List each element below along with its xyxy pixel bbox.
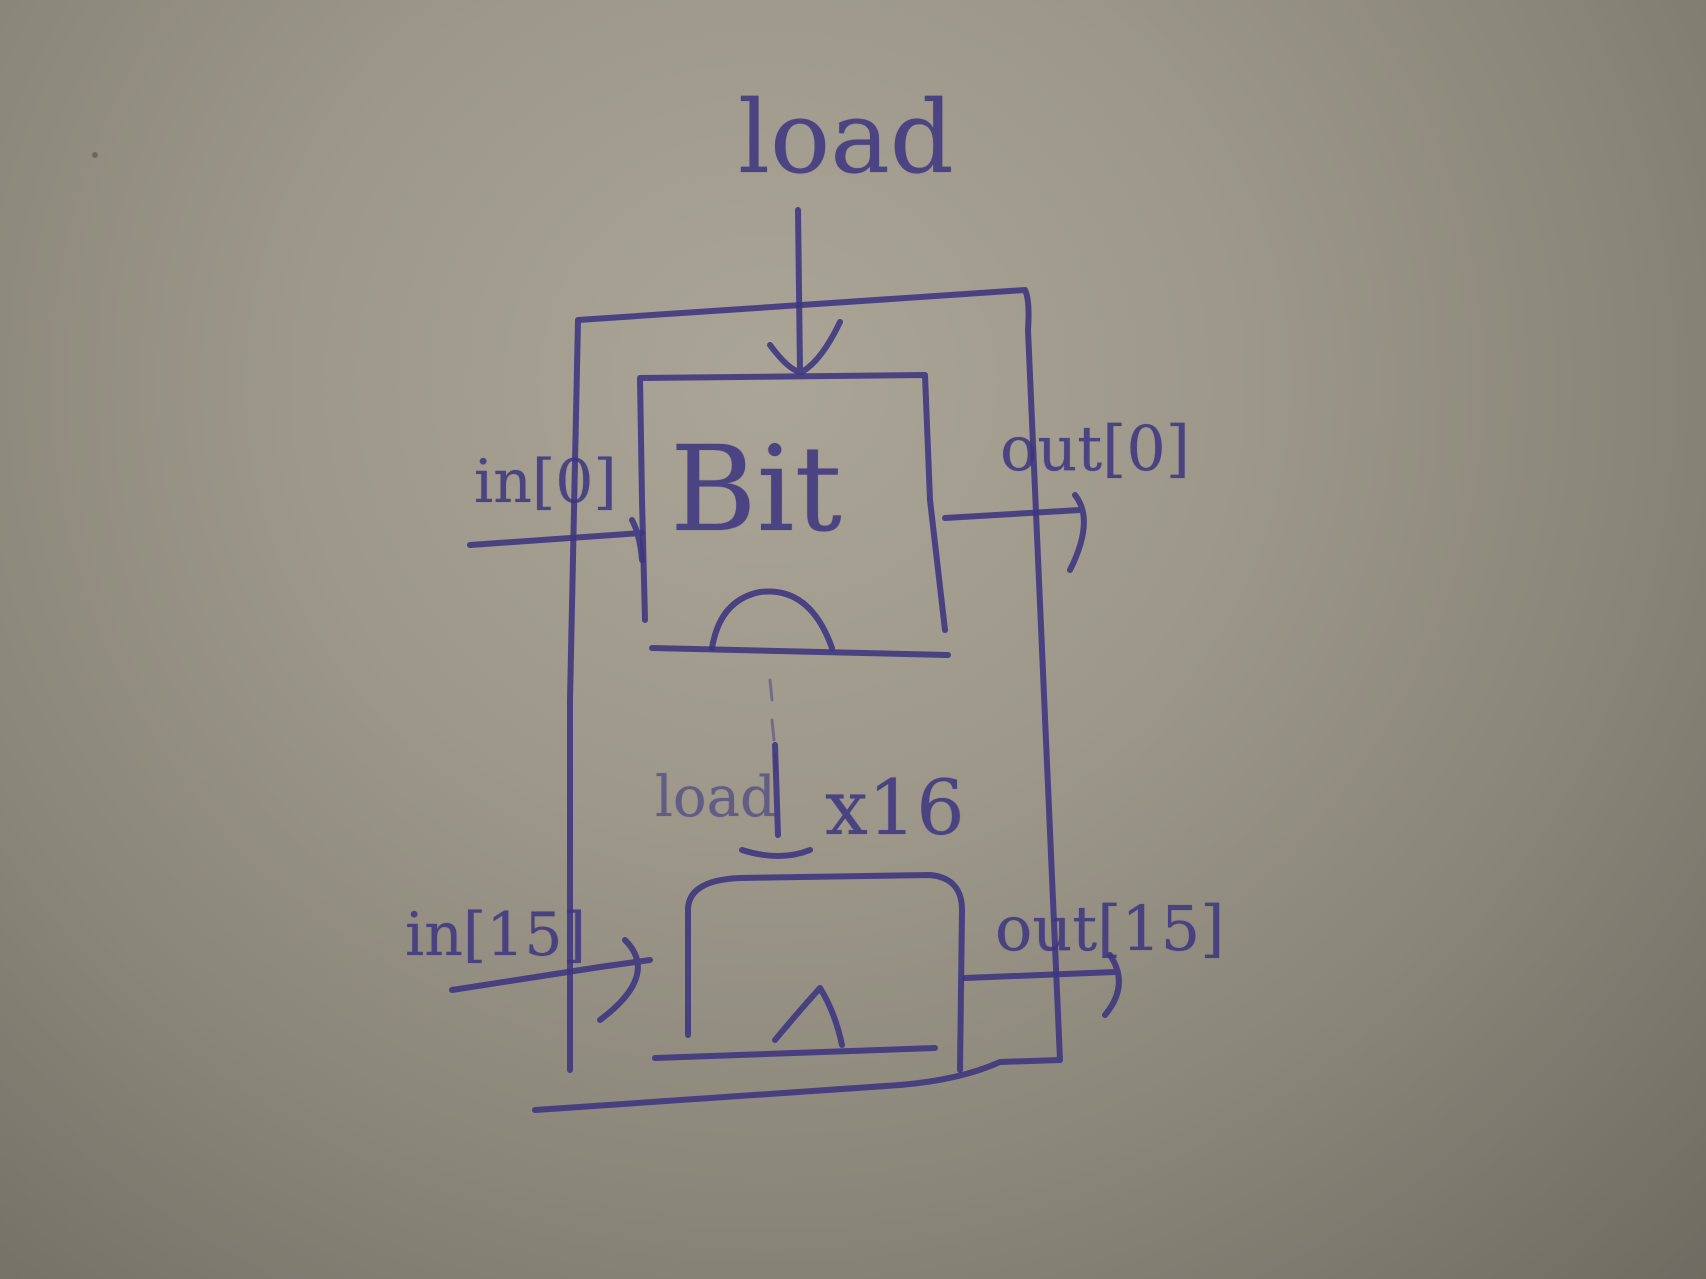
stray-dot <box>92 152 98 158</box>
in-first-wire <box>467 517 645 563</box>
in-first-label: in[0] <box>474 447 617 517</box>
bit-chip-box-top <box>637 372 948 633</box>
bit-chip-box-bottom <box>685 872 965 1073</box>
load-repeat-arrow <box>739 742 813 859</box>
in-last-label: in[15] <box>405 900 586 970</box>
repeat-count-label: x16 <box>825 763 965 852</box>
load-label-top: load <box>738 79 954 196</box>
out-first-wire <box>942 492 1087 573</box>
out-first-label: out[0] <box>1000 412 1190 485</box>
chip-name-label: Bit <box>670 420 842 558</box>
clock-symbol-top <box>709 588 835 651</box>
load-repeat-label: load <box>655 765 776 830</box>
out-last-label: out[15] <box>995 892 1225 965</box>
outer-register-box <box>532 287 1063 1113</box>
load-arrow <box>767 207 843 375</box>
bit-chip-baseline-top <box>649 645 951 658</box>
bit-chip-baseline-bottom <box>652 1045 938 1061</box>
in-last-wire <box>449 937 653 1023</box>
out-last-wire <box>962 952 1122 1018</box>
clock-symbol-bottom <box>772 985 845 1048</box>
